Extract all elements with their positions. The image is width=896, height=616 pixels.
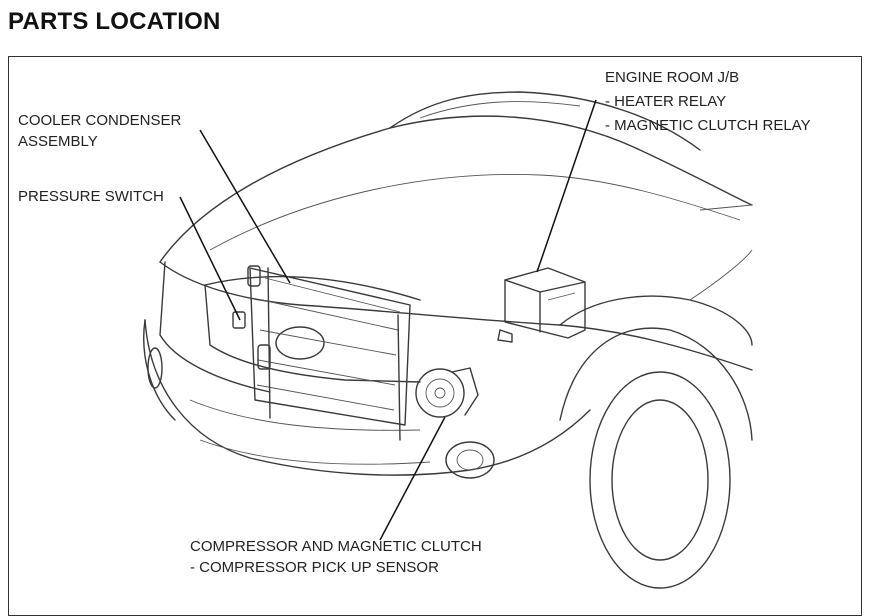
leader-line-pressure-switch	[179, 196, 241, 321]
label-cooler-condenser-line2: ASSEMBLY	[18, 133, 98, 150]
label-compressor: COMPRESSOR AND MAGNETIC CLUTCH - COMPRES…	[190, 536, 482, 578]
label-engine-room-jb: ENGINE ROOM J/B - HEATER RELAY - MAGNETI…	[605, 66, 811, 138]
label-compressor-pickup-sensor: - COMPRESSOR PICK UP SENSOR	[190, 559, 439, 576]
page-title: PARTS LOCATION	[8, 8, 221, 35]
label-cooler-condenser-line1: COOLER CONDENSER	[18, 112, 182, 129]
label-cooler-condenser: COOLER CONDENSER ASSEMBLY	[18, 110, 181, 152]
label-heater-relay: - HEATER RELAY	[605, 93, 727, 110]
label-magnetic-clutch-relay: - MAGNETIC CLUTCH RELAY	[605, 117, 811, 134]
leader-line-compressor	[379, 416, 446, 541]
leader-line-condenser	[199, 129, 291, 284]
label-pressure-switch: PRESSURE SWITCH	[18, 188, 164, 205]
label-engine-room-jb-line1: ENGINE ROOM J/B	[605, 69, 740, 86]
leader-line-junction-block	[536, 99, 597, 273]
label-compressor-line1: COMPRESSOR AND MAGNETIC CLUTCH	[190, 538, 482, 555]
